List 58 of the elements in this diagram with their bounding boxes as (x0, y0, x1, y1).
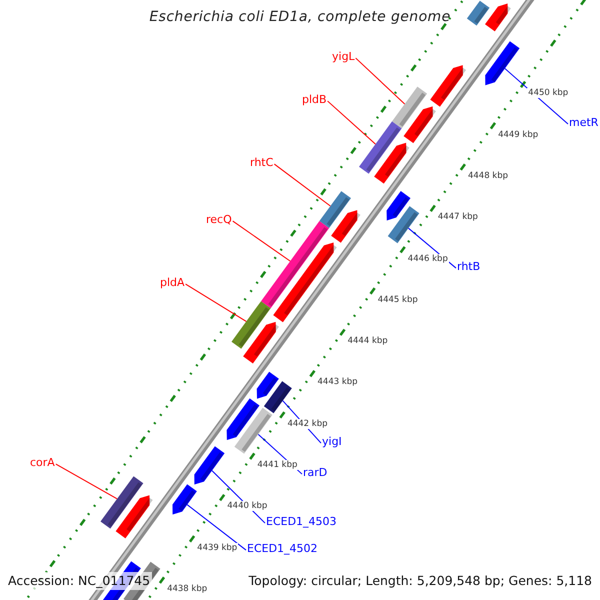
gene-symbol (243, 322, 279, 364)
gene-label: ECED1_4502 (247, 542, 318, 555)
gene-label: recQ (206, 213, 232, 226)
tick-label: 4448 kbp (466, 170, 510, 181)
gene-block (319, 191, 351, 228)
gene-label: rhtC (250, 156, 274, 169)
tick-label: 4441 kbp (256, 460, 298, 470)
gene-symbol (194, 446, 225, 484)
leader-line (327, 100, 376, 145)
gene-block (392, 86, 428, 128)
gene-label: yigI (322, 435, 342, 448)
gene-block (261, 221, 330, 308)
gene-symbol (172, 484, 197, 514)
gene-symbol (226, 398, 260, 440)
gene-label: pldB (302, 93, 327, 106)
gene-block (234, 408, 272, 454)
gene-symbol (256, 372, 279, 399)
gene-block (232, 301, 271, 349)
tick-label: 4438 kbp (166, 584, 208, 594)
tick-label: 4449 kbp (497, 130, 540, 140)
accession-text: Accession: NC_011745 (6, 572, 152, 590)
leader-line (355, 58, 406, 104)
tick-label: 4439 kbp (196, 542, 238, 553)
leader-line (185, 284, 247, 322)
gene-block (359, 121, 402, 174)
gene-symbol (485, 41, 520, 86)
leader-line (274, 164, 331, 207)
tick-label: 4444 kbp (346, 336, 389, 346)
gene-block (100, 476, 144, 529)
gene-symbol (331, 210, 360, 243)
tick-label: 4446 kbp (406, 254, 449, 264)
gene-symbol (374, 142, 410, 184)
gene-label: yigL (332, 50, 355, 63)
gene-label: pldA (160, 276, 185, 289)
gene-symbol (485, 4, 511, 32)
gene-symbol (404, 106, 436, 144)
gene-block (388, 206, 420, 244)
gene-block (264, 381, 292, 414)
gene-symbol (273, 242, 337, 322)
gene-label: rarD (303, 466, 328, 479)
tick-label: 4445 kbp (376, 294, 419, 305)
gene-symbol (430, 65, 466, 107)
gene-symbol (386, 191, 410, 220)
gene-label: ECED1_4503 (266, 515, 337, 528)
tick-label: 4447 kbp (436, 212, 479, 222)
gene-label: rhtB (457, 260, 480, 273)
tick-label: 4440 kbp (226, 501, 268, 512)
tick-label: 4442 kbp (286, 418, 328, 429)
title: Escherichia coli ED1a, complete genome (149, 9, 451, 25)
leader-line (232, 220, 291, 262)
gene-label: corA (30, 456, 55, 469)
leader-line (186, 504, 246, 551)
tick-label: 4443 kbp (316, 377, 359, 388)
gene-symbol (116, 495, 153, 538)
tick-label: 4450 kbp (527, 88, 570, 98)
gene-block (466, 0, 490, 26)
gene-label: metR (569, 116, 598, 129)
leader-line (55, 464, 118, 500)
